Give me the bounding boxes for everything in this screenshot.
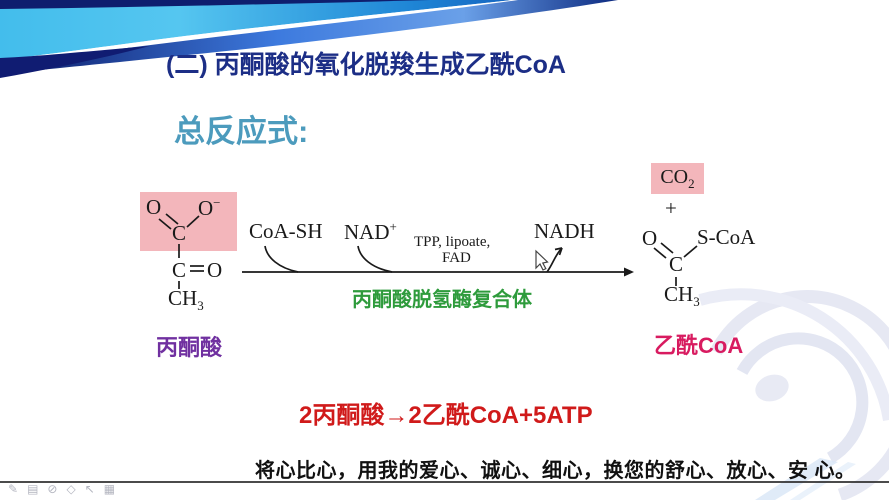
highlighter-icon[interactable]: ▤ [27, 482, 39, 496]
net-equation: 2丙酮酸→2乙酰CoA+5ATP [299, 402, 593, 429]
co2-highlight-box: CO2 [651, 163, 704, 194]
co2-sub: 2 [688, 176, 695, 191]
substrate-o-double: O [146, 195, 162, 219]
nad-label: NAD+ [344, 220, 397, 243]
slide-title: (二) 丙酮酸的氧化脱羧生成乙酰CoA [166, 51, 566, 79]
section-heading: 总反应式: [174, 114, 309, 149]
substrate-keto-o: O [207, 258, 223, 282]
product-ch3: CH3 [664, 282, 700, 310]
plus-sign: + [665, 196, 677, 220]
substrate-c2: C [172, 258, 187, 282]
eraser-icon[interactable]: ◇ [66, 482, 76, 496]
slide-show-icon[interactable]: ▦ [103, 482, 116, 496]
substrate-o-minus-atom: O [198, 196, 214, 220]
coa-sh-label: CoA-SH [249, 219, 323, 243]
bottom-divider [0, 481, 889, 483]
enzyme-label: 丙酮酸脱氢酶复合体 [352, 289, 532, 311]
substrate-o-minus: O− [198, 196, 221, 219]
co2-text: CO [660, 166, 689, 188]
product-s-coa: S-CoA [697, 225, 756, 249]
laser-pointer-icon[interactable]: ⊘ [47, 482, 58, 496]
cofactor-line2: FAD [442, 250, 471, 266]
nadh-label: NADH [534, 219, 595, 243]
product-ch3-text: CH [664, 282, 694, 306]
footer-motto: 将心比心，用我的爱心、诚心、细心，换您的舒心、放心、安 心。 [255, 460, 856, 482]
pen-icon[interactable]: ✎ [8, 482, 19, 496]
co2-formula: CO2 [660, 167, 694, 190]
product-o: O [642, 226, 658, 250]
substrate-ch3: CH3 [168, 286, 204, 314]
banner-wave [0, 0, 618, 78]
annotation-toolbar: ✎ ▤ ⊘ ◇ ↖ ▦ [8, 483, 115, 496]
product-ch3-sub: 3 [693, 294, 700, 310]
product-label: 乙酰CoA [654, 333, 744, 358]
cursor-icon[interactable]: ↖ [84, 482, 95, 496]
substrate-charge: − [213, 195, 221, 210]
substrate-ch3-text: CH [168, 286, 198, 310]
substrate-c1: C [172, 221, 187, 245]
nad-text: NAD [344, 220, 390, 244]
nad-charge: + [389, 219, 397, 234]
substrate-label: 丙酮酸 [156, 335, 223, 360]
cofactor-line1: TPP, lipoate, [414, 234, 491, 250]
product-c: C [669, 252, 684, 276]
substrate-ch3-sub: 3 [197, 298, 204, 314]
